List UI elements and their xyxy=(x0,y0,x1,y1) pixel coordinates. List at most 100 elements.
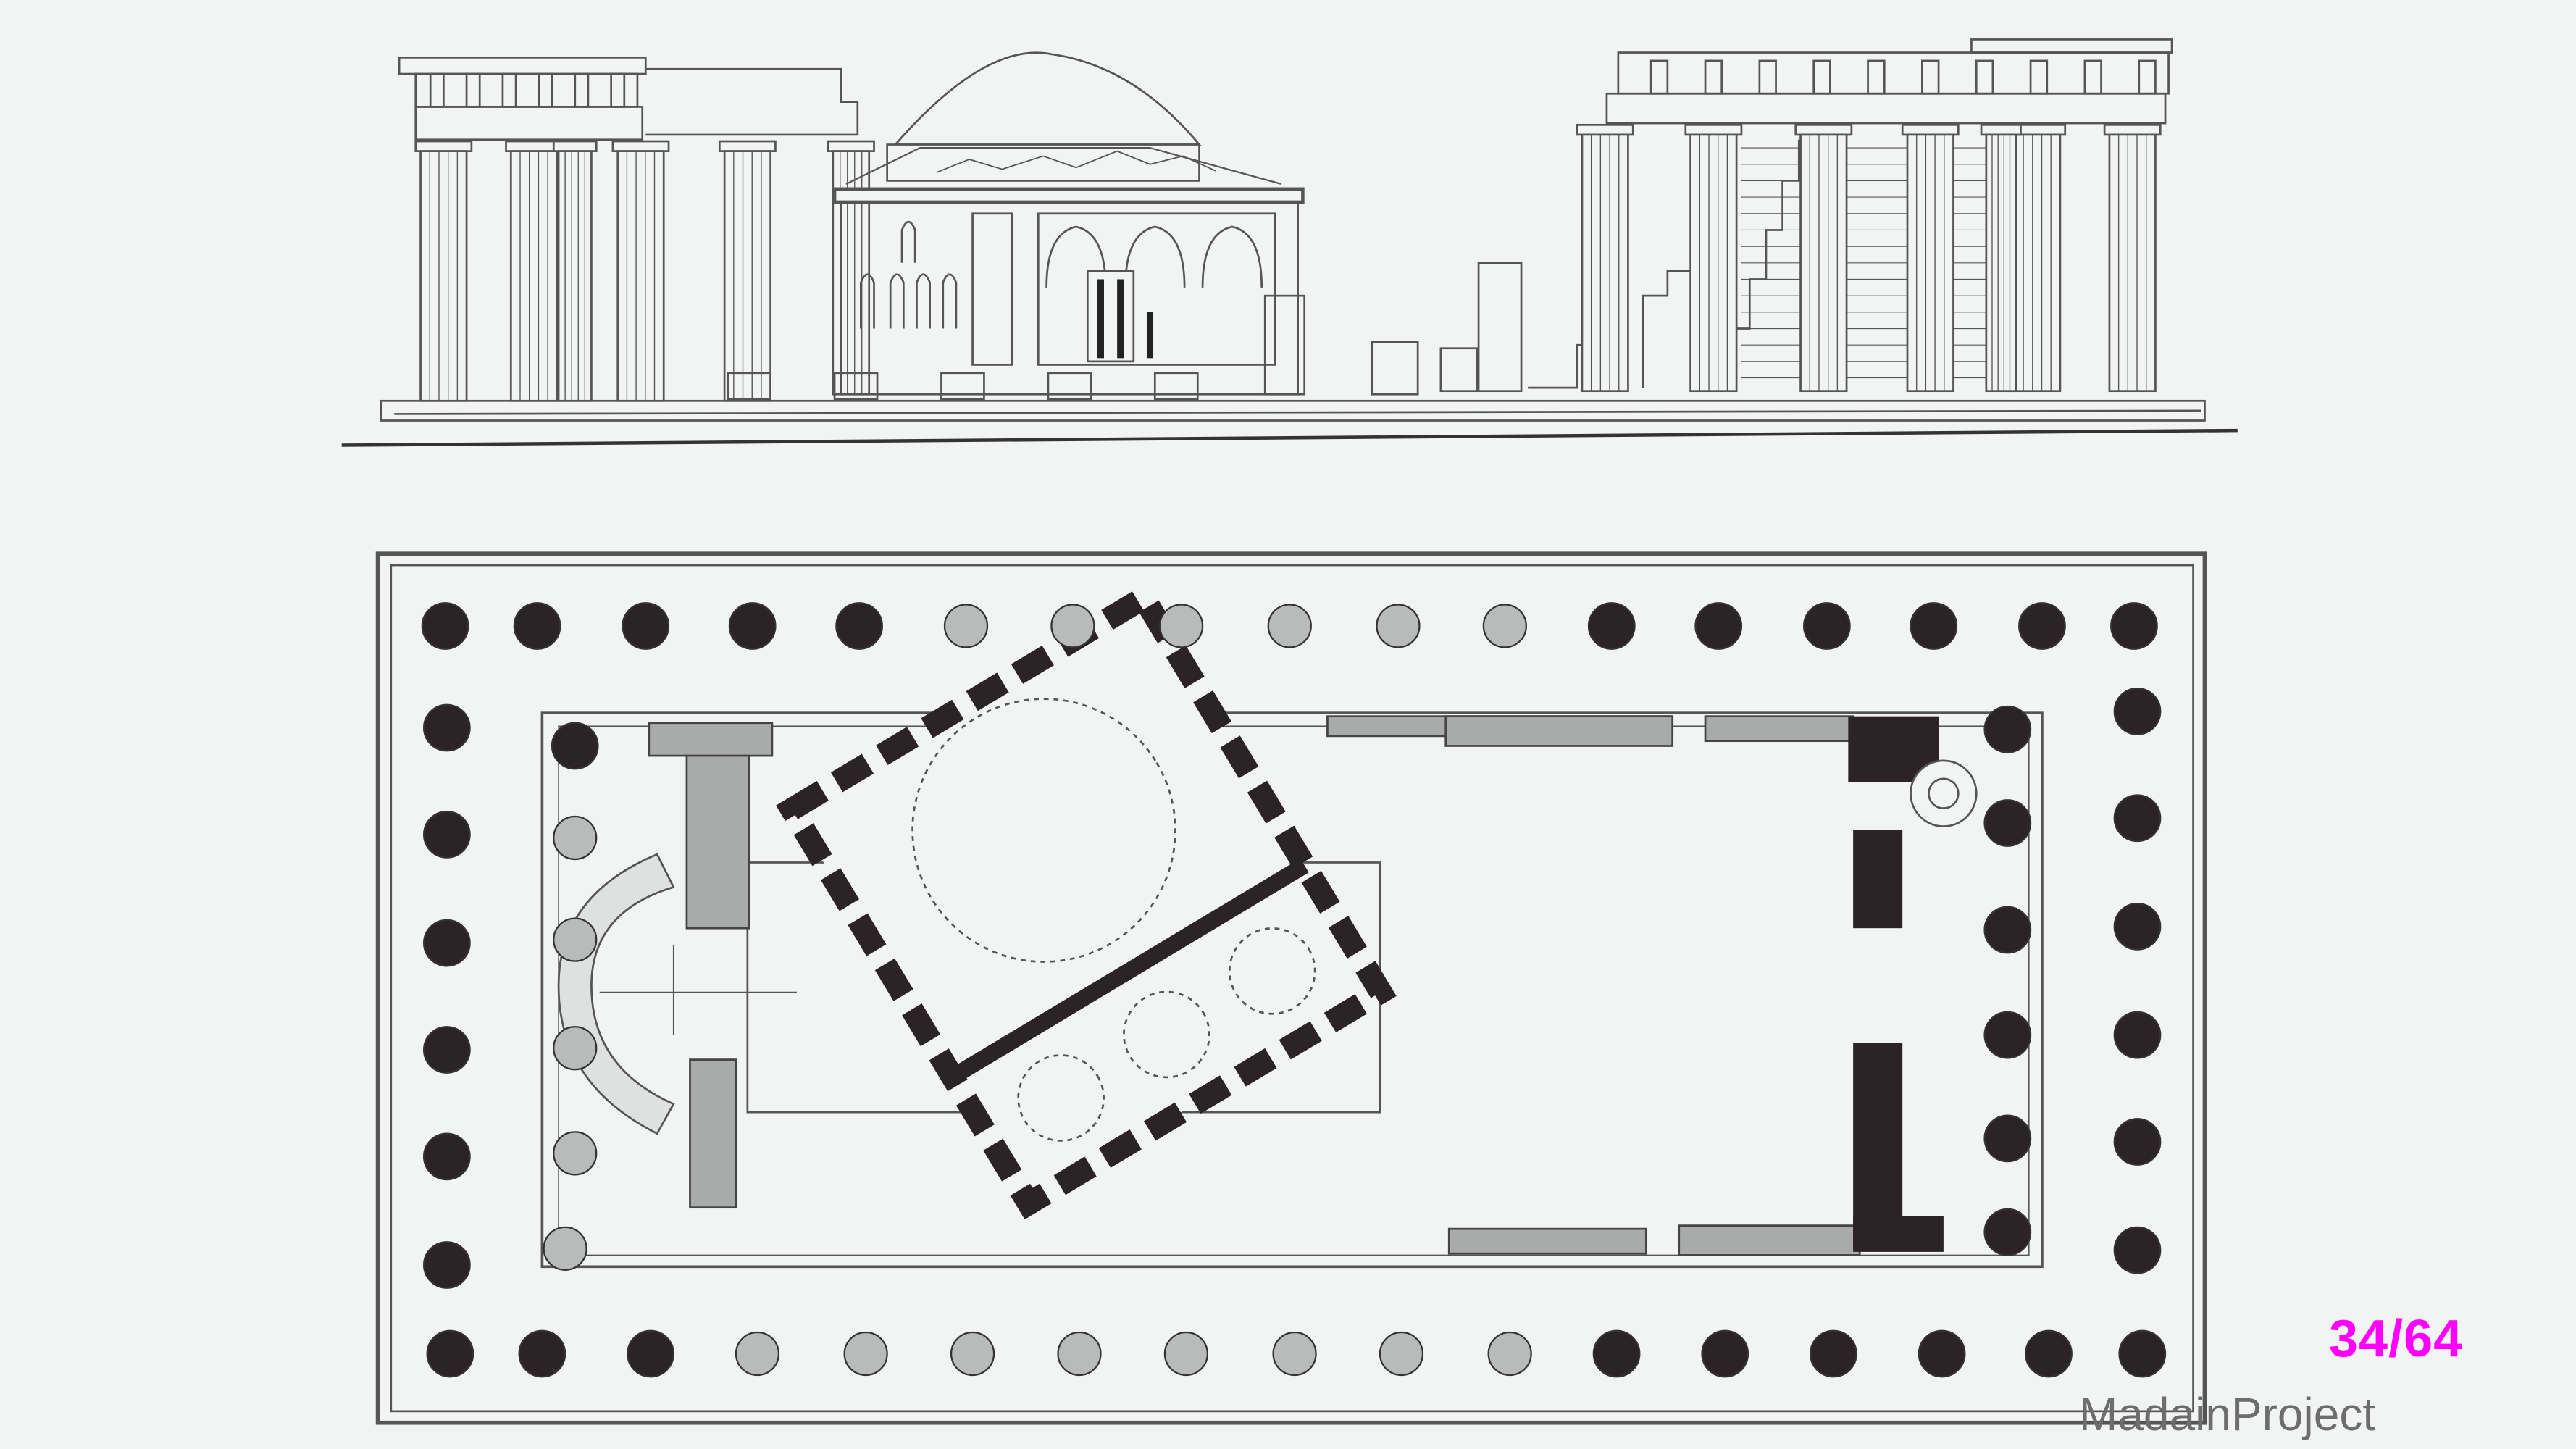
peristyle-column xyxy=(422,1241,471,1289)
opisthodomos-column xyxy=(553,1026,598,1071)
peristyle-column xyxy=(1057,1331,1102,1377)
peristyle-column xyxy=(422,1026,471,1074)
peristyle-column xyxy=(421,602,469,650)
spiral-stair xyxy=(1910,759,1978,827)
peristyle-column xyxy=(843,1331,888,1377)
peristyle-column xyxy=(422,919,471,967)
peristyle-column xyxy=(1163,1331,1209,1377)
peristyle-column xyxy=(422,1132,471,1181)
entablature-top xyxy=(1970,38,2173,54)
portico-dome-plan xyxy=(1228,927,1316,1015)
peristyle-column xyxy=(1587,602,1636,650)
portico-dome-plan xyxy=(1017,1054,1105,1142)
column-capital xyxy=(1901,123,1960,136)
portico-arch xyxy=(1045,225,1107,288)
roof-ridge xyxy=(936,150,1216,173)
column-base-block xyxy=(1047,372,1092,401)
column-shaft xyxy=(419,150,468,402)
frieze xyxy=(1617,51,2170,95)
triglyph xyxy=(1867,59,1886,95)
mosque-window xyxy=(859,273,875,329)
peristyle-column xyxy=(1272,1331,1317,1377)
dome-drum xyxy=(886,143,1200,182)
opisthodomos-column xyxy=(543,1226,587,1271)
restored-wall xyxy=(648,722,774,757)
restored-wall xyxy=(1678,1224,1861,1256)
peristyle-column xyxy=(513,602,561,650)
triglyph xyxy=(574,72,590,108)
triglyph xyxy=(1758,59,1777,95)
mosque-portico-wall xyxy=(948,858,1309,1085)
mosque-dome-plan xyxy=(911,698,1176,963)
column-capital xyxy=(414,140,473,152)
pronaos-column xyxy=(1983,1208,2032,1256)
triglyph xyxy=(1921,59,1940,95)
pronaos-column xyxy=(1983,799,2032,847)
peristyle-column xyxy=(1918,1329,1966,1378)
peristyle-column xyxy=(1802,602,1851,650)
extant-wall xyxy=(1853,830,1903,929)
triglyph xyxy=(1975,59,1994,95)
column-capital xyxy=(718,140,777,152)
triglyph xyxy=(538,72,553,108)
peristyle-column xyxy=(1694,602,1743,650)
triglyph xyxy=(465,72,481,108)
column-base-block xyxy=(833,372,879,401)
elevation-column xyxy=(1901,123,1960,393)
elevation-view xyxy=(341,38,2238,447)
pronaos-column xyxy=(1983,1114,2032,1163)
roof-slope xyxy=(845,146,1282,185)
opisthodomos-column xyxy=(551,722,599,770)
slide-counter: 34/64 xyxy=(2329,1310,2464,1368)
spiral-stair-core xyxy=(1928,777,1960,810)
mosque-window xyxy=(942,273,958,329)
peristyle-column xyxy=(1482,604,1527,648)
peristyle-column xyxy=(1910,602,1958,650)
portico-arch xyxy=(1201,225,1263,288)
mosque-plan xyxy=(776,582,1397,1220)
pier xyxy=(1263,294,1306,396)
architrave xyxy=(414,106,644,141)
peristyle-column xyxy=(2113,903,2162,951)
column-drum xyxy=(1371,341,1419,396)
peristyle-column xyxy=(950,1331,995,1377)
entablature-top xyxy=(398,57,647,75)
restored-wall xyxy=(685,754,750,930)
column-capital xyxy=(1980,123,2022,136)
mosque-portico xyxy=(1037,212,1276,366)
column-shaft xyxy=(1985,133,2017,393)
column-capital xyxy=(552,140,598,152)
elevation-column xyxy=(1980,123,2022,393)
peristyle-column xyxy=(735,1331,780,1377)
door-panel xyxy=(1097,279,1104,359)
floor-plan-view xyxy=(375,551,2207,1425)
extant-wall xyxy=(1853,1216,1944,1252)
ground-line xyxy=(341,428,2238,447)
column-base-block xyxy=(940,372,985,401)
apse xyxy=(557,853,675,1135)
elevation-column xyxy=(1794,123,1853,393)
column-fragment xyxy=(1477,262,1523,393)
peristyle-column xyxy=(2110,602,2158,650)
portico-arch xyxy=(1124,225,1186,288)
triglyph xyxy=(2029,59,2049,95)
elevation-column xyxy=(611,140,670,402)
elevation-column xyxy=(2008,123,2067,393)
column-capital xyxy=(2103,123,2162,136)
restored-wall xyxy=(1444,715,1674,747)
peristyle-column xyxy=(1158,604,1204,648)
elevation-column xyxy=(1576,123,1634,393)
column-base-block xyxy=(1153,372,1199,401)
pronaos-column xyxy=(1983,705,2032,753)
stair-steps xyxy=(1732,139,1800,388)
frieze xyxy=(414,72,639,108)
column-capital xyxy=(827,140,875,152)
peristyle-column xyxy=(627,1329,674,1378)
peristyle-column xyxy=(2113,687,2162,735)
column-shaft xyxy=(1689,133,1738,393)
mosque-walls xyxy=(776,582,1397,1220)
restored-wall xyxy=(689,1058,737,1209)
peristyle-column xyxy=(422,703,471,752)
